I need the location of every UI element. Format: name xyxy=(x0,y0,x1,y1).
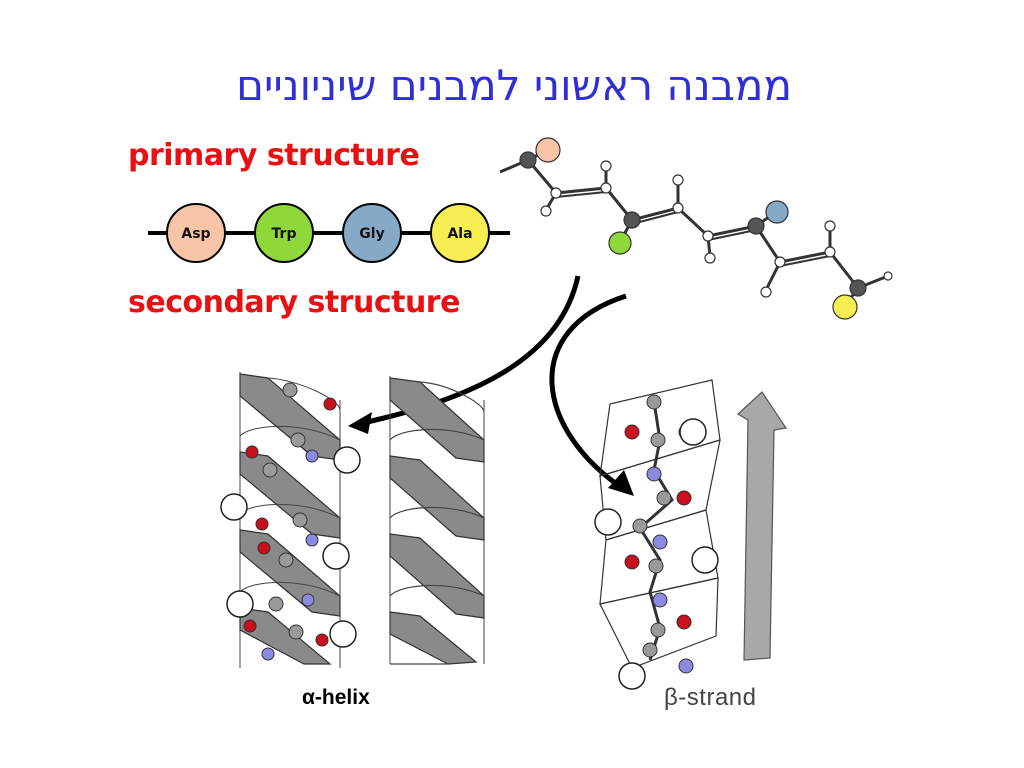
amino-acid-asp: Asp xyxy=(166,203,226,263)
arrow-to-helix xyxy=(357,275,581,427)
alpha-helix-atomic xyxy=(220,372,361,668)
slide-title: ממבנה ראשוני למבנים שיניוניים xyxy=(236,61,792,110)
primary-structure-label: primary structure xyxy=(128,138,420,173)
amino-acid-label: Asp xyxy=(181,226,210,242)
beta-strand-atomic xyxy=(594,379,721,690)
amino-acid-label: Gly xyxy=(359,226,384,242)
arrow-head-strand xyxy=(608,470,634,496)
arrow-head-helix xyxy=(348,412,372,434)
trp-side-chain xyxy=(608,231,632,255)
beta-strand-label: β-strand xyxy=(664,684,757,711)
beta-strand-arrow xyxy=(737,391,788,661)
amino-acid-gly: Gly xyxy=(342,203,402,263)
gly-side-chain xyxy=(765,200,789,224)
amino-acid-label: Trp xyxy=(272,226,297,242)
alpha-helix-label: α-helix xyxy=(302,686,370,709)
asp-side-chain xyxy=(535,137,561,163)
amino-acid-trp: Trp xyxy=(254,203,314,263)
arrow-to-strand xyxy=(549,293,627,493)
alpha-helix-ribbon xyxy=(389,376,485,665)
secondary-structure-label: secondary structure xyxy=(128,285,460,320)
chain-atoms xyxy=(519,137,893,320)
amino-acid-label: Ala xyxy=(447,226,472,242)
ball-and-stick-chain xyxy=(499,148,889,307)
arrows xyxy=(357,275,627,493)
ala-side-chain xyxy=(832,294,858,320)
amino-acid-ala: Ala xyxy=(430,203,490,263)
primary-chain: Asp Trp Gly Ala xyxy=(148,203,510,263)
